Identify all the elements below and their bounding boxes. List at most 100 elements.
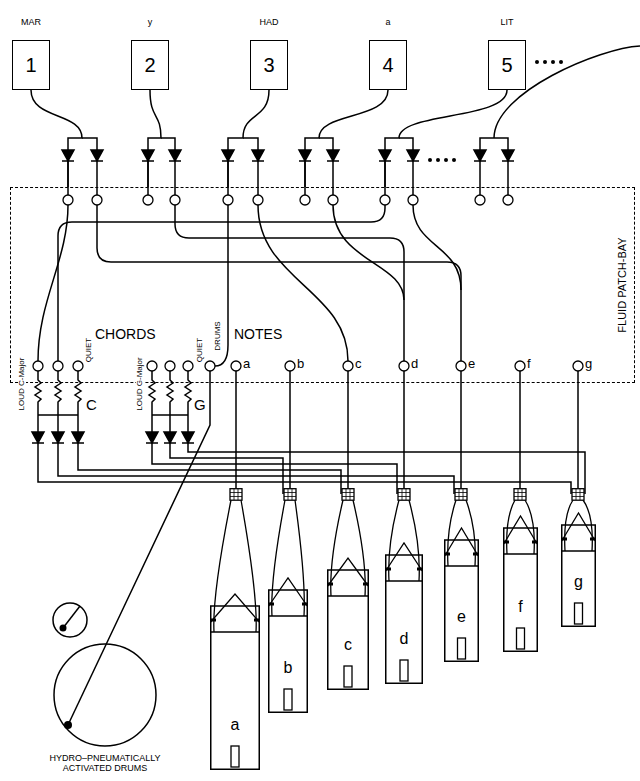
pipe-bell — [389, 500, 420, 581]
section-label: f — [527, 357, 531, 372]
mesh-grid — [342, 489, 354, 500]
pipe-note: e — [444, 608, 479, 626]
pipe-body — [386, 555, 423, 683]
section-label: c — [355, 357, 362, 372]
pipe-lines — [211, 489, 260, 770]
pipe-mesh — [342, 489, 354, 501]
callout-number: 1 — [25, 55, 36, 75]
pipe-mouth — [231, 746, 239, 767]
fluid-line — [519, 383, 521, 488]
pipe-bell — [214, 500, 256, 632]
organ-pipe: b — [268, 488, 308, 713]
chord-wire — [38, 443, 571, 494]
dot — [551, 60, 555, 64]
pipe-roof — [211, 594, 260, 622]
terminal — [456, 361, 466, 371]
drum-head — [54, 644, 156, 746]
pipe-collar — [328, 583, 369, 586]
pipe-body — [269, 590, 308, 712]
terminal-label: DRUMS — [214, 320, 222, 351]
pipe-band — [269, 615, 308, 616]
patch-wire — [413, 205, 461, 290]
chord-wire — [188, 443, 585, 494]
terminal — [183, 361, 193, 371]
syllable-label: MAR — [21, 18, 41, 27]
dot — [452, 158, 456, 162]
terminal — [475, 195, 485, 205]
syllable-box: HAD3 — [250, 40, 288, 90]
mesh-grid — [572, 489, 584, 500]
section-label: e — [468, 357, 475, 372]
pipe-note: d — [385, 630, 423, 648]
pipe-note: g — [561, 573, 596, 591]
section-label: d — [411, 357, 418, 372]
terminal — [231, 361, 241, 371]
pipe-mouth — [517, 628, 525, 649]
pipe-outline — [385, 488, 423, 684]
callout-number: 4 — [382, 55, 393, 75]
terminal — [300, 195, 310, 205]
callout-number: 5 — [501, 55, 512, 75]
fluid-line — [106, 383, 210, 644]
terminal — [408, 195, 418, 205]
dot — [444, 158, 448, 162]
organ-pipe: c — [327, 488, 369, 690]
dot — [535, 60, 539, 64]
terminal — [92, 195, 102, 205]
terminal — [328, 195, 338, 205]
pipe-note: a — [210, 716, 260, 734]
organ-pipe: e — [444, 488, 479, 662]
patch-wire — [58, 205, 385, 361]
pipe-note: b — [268, 659, 308, 677]
terminal-label: QUIET — [196, 337, 204, 363]
mesh-grid — [284, 489, 296, 500]
terminal — [73, 361, 83, 371]
pipe-roof — [386, 543, 423, 571]
terminal-group — [33, 195, 583, 371]
pipe-band — [445, 565, 479, 566]
fluid-line — [305, 90, 388, 187]
pipe-mesh — [455, 489, 467, 501]
fluid-line — [577, 383, 579, 488]
terminal — [285, 361, 295, 371]
drum-stick — [68, 644, 106, 725]
pipe-lines — [562, 489, 596, 627]
pipe-mesh — [284, 489, 296, 501]
terminal — [253, 195, 263, 205]
mesh-grid — [514, 489, 526, 500]
terminal — [165, 361, 175, 371]
fluid-line — [228, 90, 269, 187]
pipe-bell — [272, 500, 305, 616]
diode-lead — [68, 161, 508, 195]
pipe-body — [562, 525, 596, 626]
pipe-body — [445, 540, 479, 661]
pipe-lines — [328, 489, 369, 690]
terminal — [573, 361, 583, 371]
fluid-line — [403, 383, 405, 488]
pipe-body — [211, 606, 260, 769]
pipe-band — [504, 553, 538, 554]
pipe-bell — [331, 500, 366, 596]
syllable-box: y2 — [131, 40, 169, 90]
terminal-label: LOUD G-Major — [136, 356, 144, 411]
pipe-body — [504, 528, 538, 651]
pipe-bell — [448, 500, 476, 566]
mesh-grid — [398, 489, 410, 500]
pipe-body — [328, 570, 369, 689]
pipe-note: f — [503, 598, 538, 616]
terminal — [170, 195, 180, 205]
chord-wire — [58, 443, 454, 494]
syllable-label: y — [148, 18, 153, 27]
fluid-line — [460, 383, 462, 488]
pipe-lines — [445, 489, 479, 662]
patch-wire — [38, 205, 68, 361]
terminal-label: QUIET — [85, 337, 93, 363]
chord-wire — [170, 443, 283, 494]
wiring — [35, 46, 640, 637]
organ-pipe: f — [503, 488, 538, 652]
section-label: b — [297, 357, 304, 372]
terminal — [380, 195, 390, 205]
small-drum — [53, 603, 87, 637]
